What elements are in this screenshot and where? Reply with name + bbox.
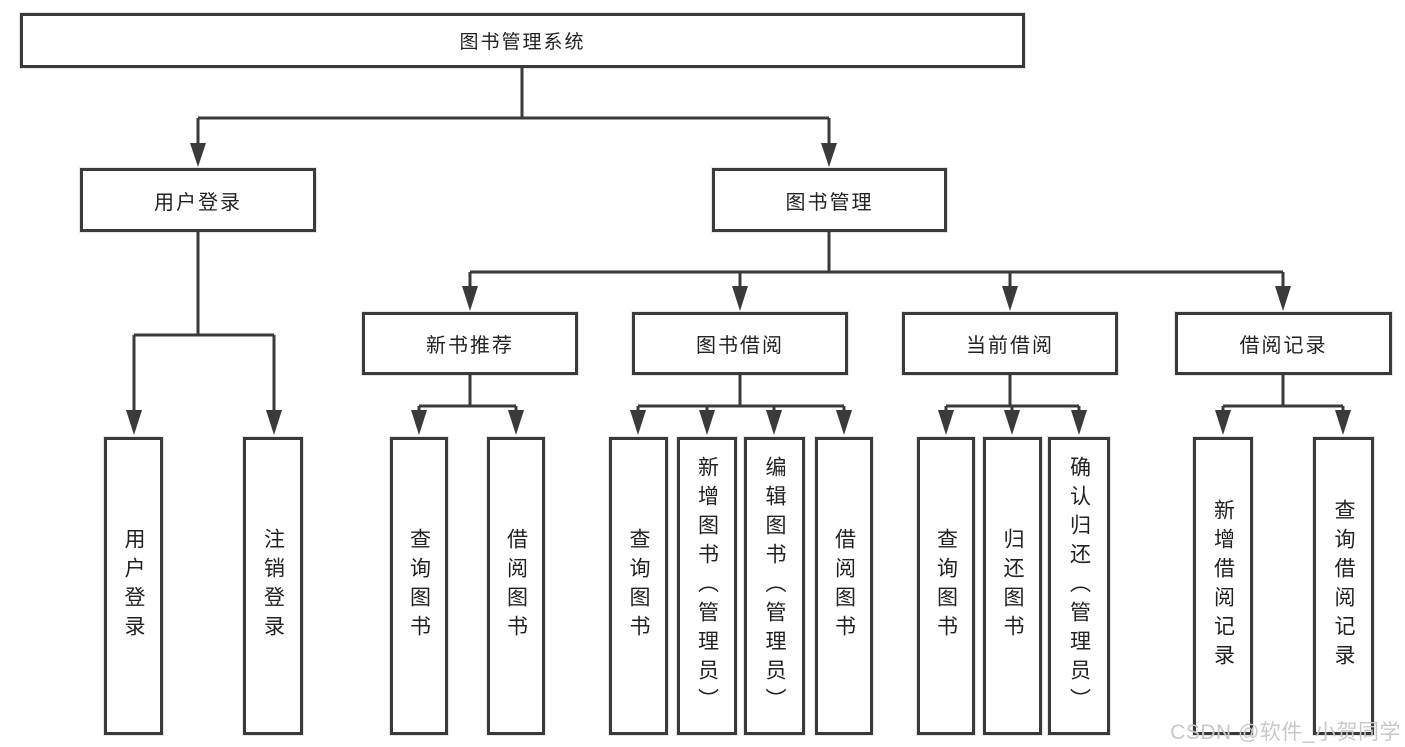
node-root-label: 图书管理系统 xyxy=(459,32,586,53)
leaf-cb-confirm-return: 确认归还（管理员） xyxy=(1048,437,1110,735)
connector-bookborrow-to-leaves xyxy=(636,374,846,412)
connector-newbook-to-leaves xyxy=(417,374,518,412)
leaf-cb-return-books: 归还图书 xyxy=(983,437,1042,735)
leaf-bb-borrow-books-label: 借阅图书 xyxy=(832,528,856,644)
leaf-cb-confirm-return-label: 确认归还（管理员） xyxy=(1067,455,1091,717)
leaf-logout-label: 注销登录 xyxy=(261,528,285,644)
node-book-management: 图书管理 xyxy=(712,168,947,232)
leaf-cb-return-books-label: 归还图书 xyxy=(1001,528,1024,644)
node-current-borrow-label: 当前借阅 xyxy=(966,335,1054,357)
csdn-watermark: CSDN @软件_小贺同学 xyxy=(1170,721,1401,744)
node-borrow-records: 借阅记录 xyxy=(1175,312,1392,375)
leaf-br-add-record-label: 新增借阅记录 xyxy=(1211,499,1235,673)
leaf-user-login-label: 用户登录 xyxy=(122,528,145,644)
arrowheads xyxy=(126,143,1351,435)
node-new-book-recommend: 新书推荐 xyxy=(362,312,578,375)
connector-root-to-level2 xyxy=(196,68,831,145)
leaf-br-query-record-label: 查询借阅记录 xyxy=(1332,499,1355,673)
node-user-login: 用户登录 xyxy=(80,168,316,232)
leaf-bb-edit-books: 编辑图书（管理员） xyxy=(744,437,805,735)
leaf-br-query-record: 查询借阅记录 xyxy=(1313,437,1374,735)
node-book-borrow-label: 图书借阅 xyxy=(696,335,784,357)
connector-records-to-leaves xyxy=(1221,374,1345,412)
connector-bookmgmt-to-level3 xyxy=(468,232,1285,288)
node-root: 图书管理系统 xyxy=(20,13,1025,68)
node-user-login-label: 用户登录 xyxy=(154,191,242,214)
leaf-logout: 注销登录 xyxy=(243,437,303,735)
node-current-borrow: 当前借阅 xyxy=(902,312,1118,375)
leaf-bb-edit-books-label: 编辑图书（管理员） xyxy=(763,455,786,717)
leaf-bb-query-books-label: 查询图书 xyxy=(627,528,650,644)
connector-userlogin-to-leaves xyxy=(132,232,276,412)
node-book-borrow: 图书借阅 xyxy=(632,312,848,375)
node-borrow-records-label: 借阅记录 xyxy=(1239,335,1328,357)
leaf-rec-borrow-books: 借阅图书 xyxy=(487,437,545,735)
leaf-rec-query-books-label: 查询图书 xyxy=(407,528,431,644)
leaf-br-add-record: 新增借阅记录 xyxy=(1193,437,1253,735)
node-new-book-recommend-label: 新书推荐 xyxy=(426,335,514,357)
node-book-management-label: 图书管理 xyxy=(785,191,874,214)
leaf-user-login: 用户登录 xyxy=(104,437,163,735)
leaf-cb-query-books-label: 查询图书 xyxy=(934,528,958,644)
leaf-bb-query-books: 查询图书 xyxy=(609,437,668,735)
leaf-bb-add-books: 新增图书（管理员） xyxy=(677,437,737,735)
leaf-bb-add-books-label: 新增图书（管理员） xyxy=(695,455,719,717)
leaf-rec-query-books: 查询图书 xyxy=(390,437,448,735)
leaf-bb-borrow-books: 借阅图书 xyxy=(815,437,873,735)
leaf-cb-query-books: 查询图书 xyxy=(917,437,975,735)
connector-currentborrow-to-leaves xyxy=(944,374,1081,412)
leaf-rec-borrow-books-label: 借阅图书 xyxy=(504,528,528,644)
